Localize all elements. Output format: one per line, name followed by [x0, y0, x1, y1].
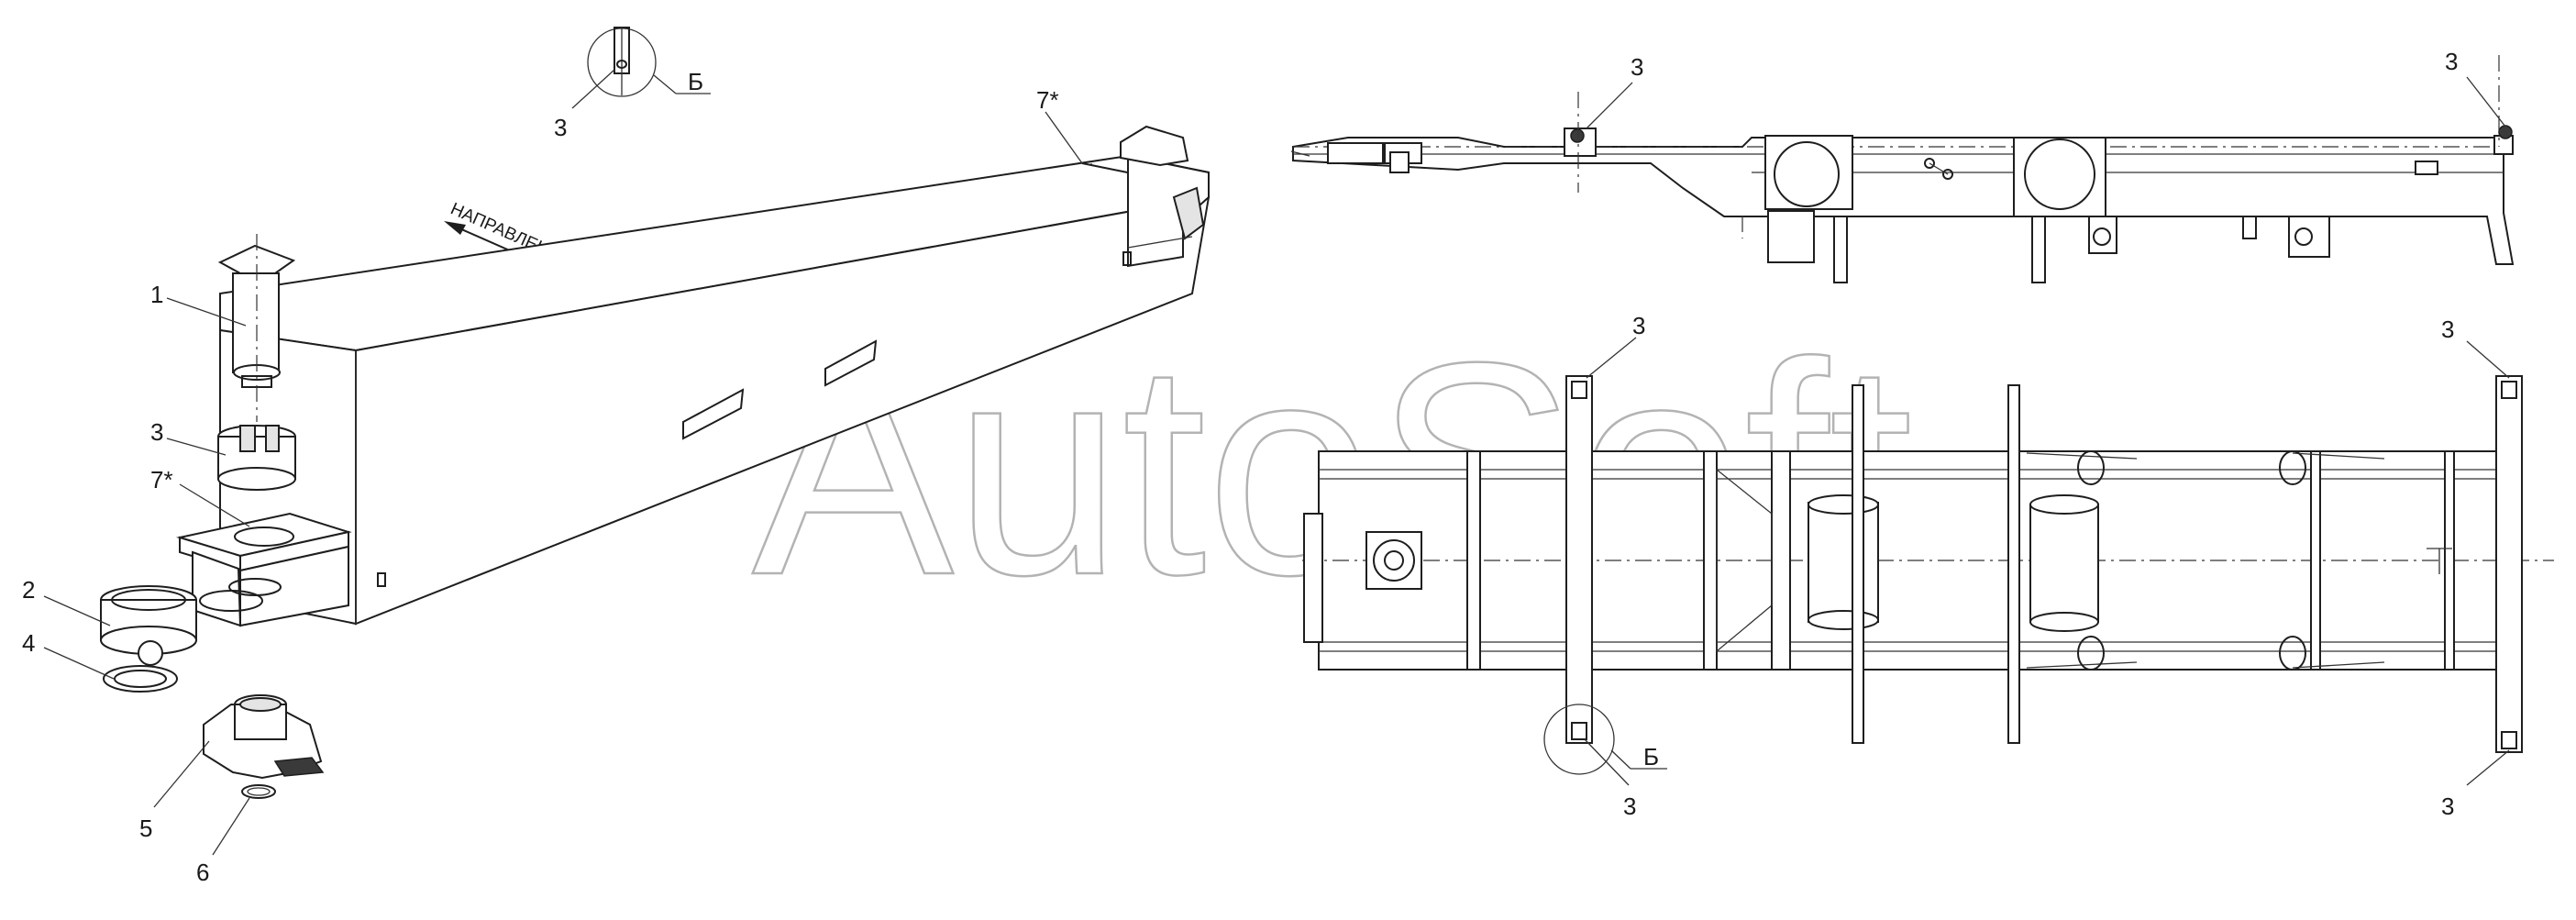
- part-4-washer: [103, 665, 178, 693]
- callout-3-top-view-left-bottom: 3: [1623, 793, 1636, 820]
- callout-3-top-view-right-top: 3: [2441, 316, 2454, 343]
- callout-7-left: 7*: [150, 466, 173, 493]
- frame-top-view: Б 3 3 3 3: [1302, 312, 2554, 820]
- part-2-nut: [100, 585, 197, 666]
- left-callouts: 1 3 7* 2 4 5 6 7*: [22, 86, 1083, 886]
- callout-3-side-right: 3: [2445, 48, 2458, 75]
- callout-3-side-left: 3: [1631, 53, 1643, 81]
- part-3-bushing: [217, 425, 296, 491]
- bracket-part-7: [176, 512, 352, 627]
- callout-3-top-view-right-bottom: 3: [2441, 793, 2454, 820]
- part-6-ring: [241, 784, 276, 799]
- callout-1: 1: [150, 281, 163, 308]
- callout-2: 2: [22, 576, 35, 604]
- part-1-pin: [217, 234, 296, 422]
- detail-view-b-top: Б 3: [554, 27, 711, 141]
- part-5-knob: [203, 694, 325, 780]
- callout-7-top: 7*: [1036, 86, 1059, 114]
- callout-3-top-view-left-top: 3: [1632, 312, 1645, 339]
- view-b-letter-bottom: Б: [1643, 743, 1659, 770]
- callout-3-left: 3: [150, 418, 163, 446]
- callout-3-top: 3: [554, 114, 567, 141]
- callout-6: 6: [196, 859, 209, 886]
- view-b-letter-top: Б: [688, 68, 703, 95]
- callout-5: 5: [139, 815, 152, 842]
- callout-4: 4: [22, 629, 35, 657]
- frame-side-view: 3 3: [1290, 48, 2515, 283]
